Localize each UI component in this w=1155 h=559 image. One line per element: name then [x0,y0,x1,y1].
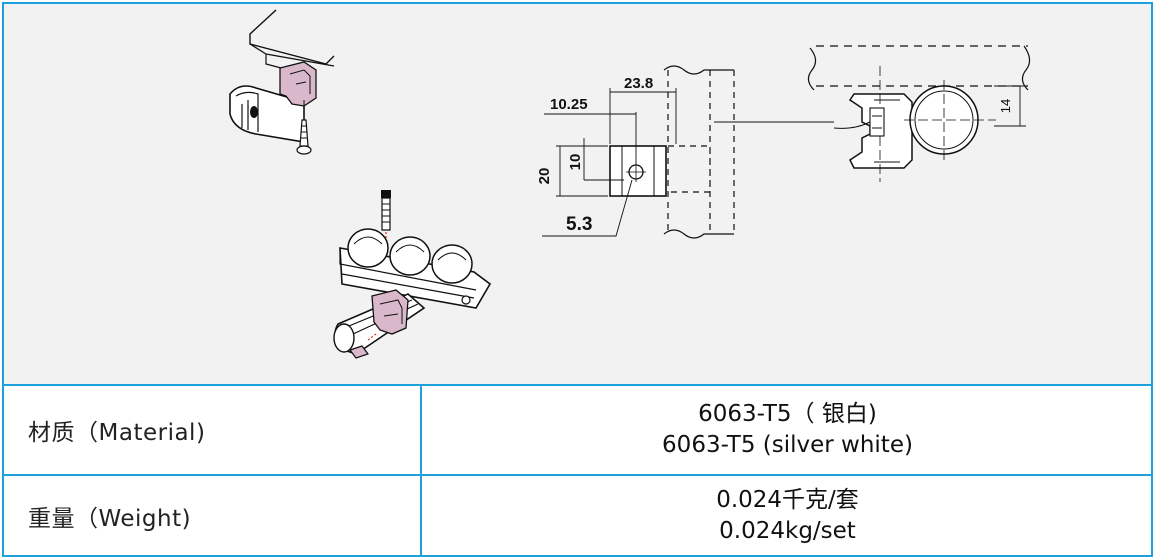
dimension-view: 23.8 10.25 20 10 5.3 [536,65,834,239]
weight-label: 重量（Weight) [4,476,422,555]
dim-hole-height: 10 [567,154,584,171]
weight-value-en: 0.024kg/set [719,517,856,544]
weight-value: 0.024千克/套 0.024kg/set [424,476,1151,555]
isometric-view-bottom [333,190,492,359]
technical-drawing: 23.8 10.25 20 10 5.3 [229,9,1031,359]
spec-row-material: 材质（Material) 6063-T5（ 银白) 6063-T5 (silve… [4,386,1151,476]
material-value-cn: 6063-T5（ 银白) [698,401,877,427]
spec-row-weight: 重量（Weight) 0.024千克/套 0.024kg/set [4,476,1151,555]
technical-drawing-panel: 23.8 10.25 20 10 5.3 [4,4,1151,386]
dim-height: 20 [536,168,553,185]
material-label: 材质（Material) [4,386,422,474]
cross-section-view: 14 [807,45,1031,182]
weight-value-cn: 0.024千克/套 [716,486,859,513]
dim-hole-diameter: 5.3 [566,214,592,235]
isometric-view-top [229,9,335,155]
material-value-en: 6063-T5 (silver white) [662,432,913,458]
dim-slot-depth: 14 [998,99,1013,113]
dim-overall-width: 23.8 [624,75,653,92]
material-value: 6063-T5（ 银白) 6063-T5 (silver white) [424,386,1151,474]
dim-hole-offset: 10.25 [550,96,588,113]
